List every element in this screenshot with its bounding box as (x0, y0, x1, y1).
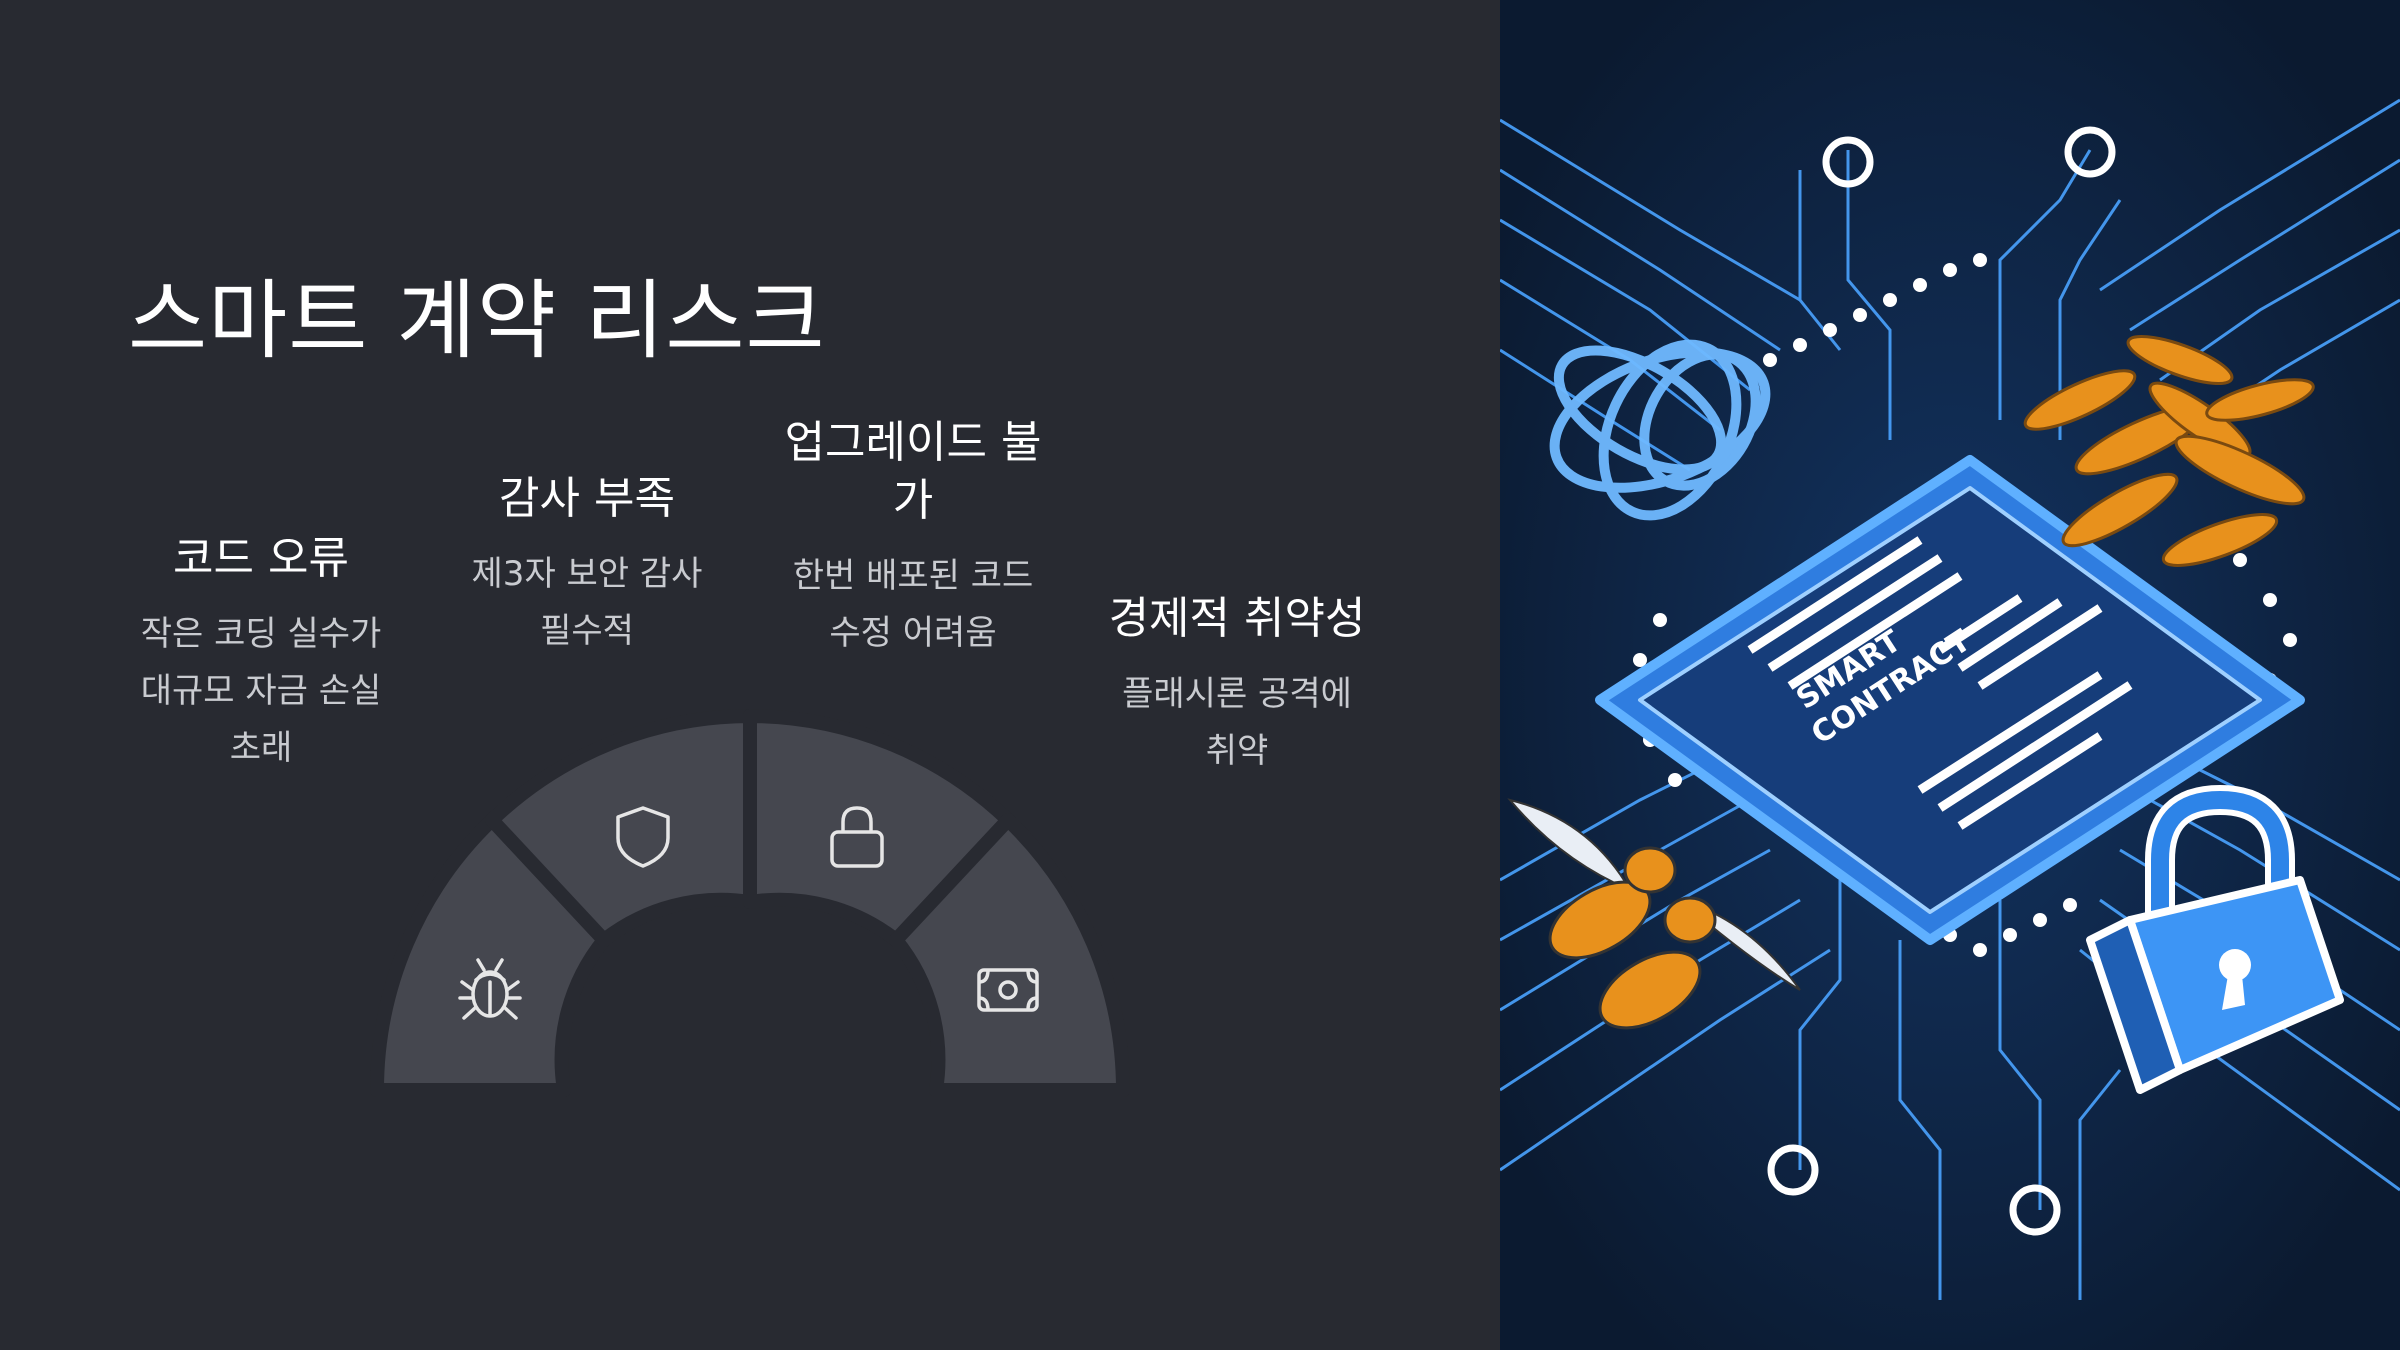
risk-description: 플래시론 공격에 취약 (1122, 674, 1352, 771)
money-icon (977, 968, 1039, 1012)
smart-contract-chip: SMART CONTRACT (1595, 455, 2305, 945)
fan-segment-economic (889, 813, 1131, 1097)
risk-title: 업그레이드 불가 (784, 417, 1042, 526)
risk-item-code-error: 코드 오류 작은 코딩 실수가 대규모 자금 손실 초래 (96, 530, 426, 777)
risk-item-economic-vulnerability: 경제적 취약성 플래시론 공격에 취약 (1072, 590, 1402, 780)
risk-description: 한번 배포된 코드 수정 어려움 (792, 556, 1034, 653)
lock-icon (830, 806, 884, 868)
tangled-code-icon (1549, 339, 1771, 521)
risk-description: 제3자 보안 감사 필수적 (471, 554, 703, 651)
shield-icon (616, 806, 670, 868)
pin-dots (1613, 253, 2297, 957)
page-title: 스마트 계약 리스크 (128, 271, 826, 371)
risk-fan-diagram (376, 716, 1131, 1097)
bug-swarm-icon (2023, 334, 2315, 567)
risk-item-no-upgrade: 업그레이드 불가 한번 배포된 코드 수정 어려움 (748, 414, 1078, 662)
smart-contract-illustration: SMART CONTRACT (1500, 0, 2400, 1350)
risk-title: 코드 오류 (173, 533, 349, 584)
bee-icon (1507, 798, 1801, 1030)
risk-title: 감사 부족 (499, 473, 675, 524)
circuit-terminals (1767, 126, 2116, 1236)
slide-content: 스마트 계약 리스크 코드 오류 작은 코딩 실수가 대규모 자금 손실 초래 … (96, 271, 1402, 1097)
risk-description: 작은 코딩 실수가 대규모 자금 손실 초래 (140, 614, 382, 768)
bug-icon (458, 958, 522, 1020)
risk-item-audit-lack: 감사 부족 제3자 보안 감사 필수적 (422, 470, 752, 660)
risk-title: 경제적 취약성 (1108, 593, 1366, 644)
padlock-icon (2086, 784, 2344, 1094)
